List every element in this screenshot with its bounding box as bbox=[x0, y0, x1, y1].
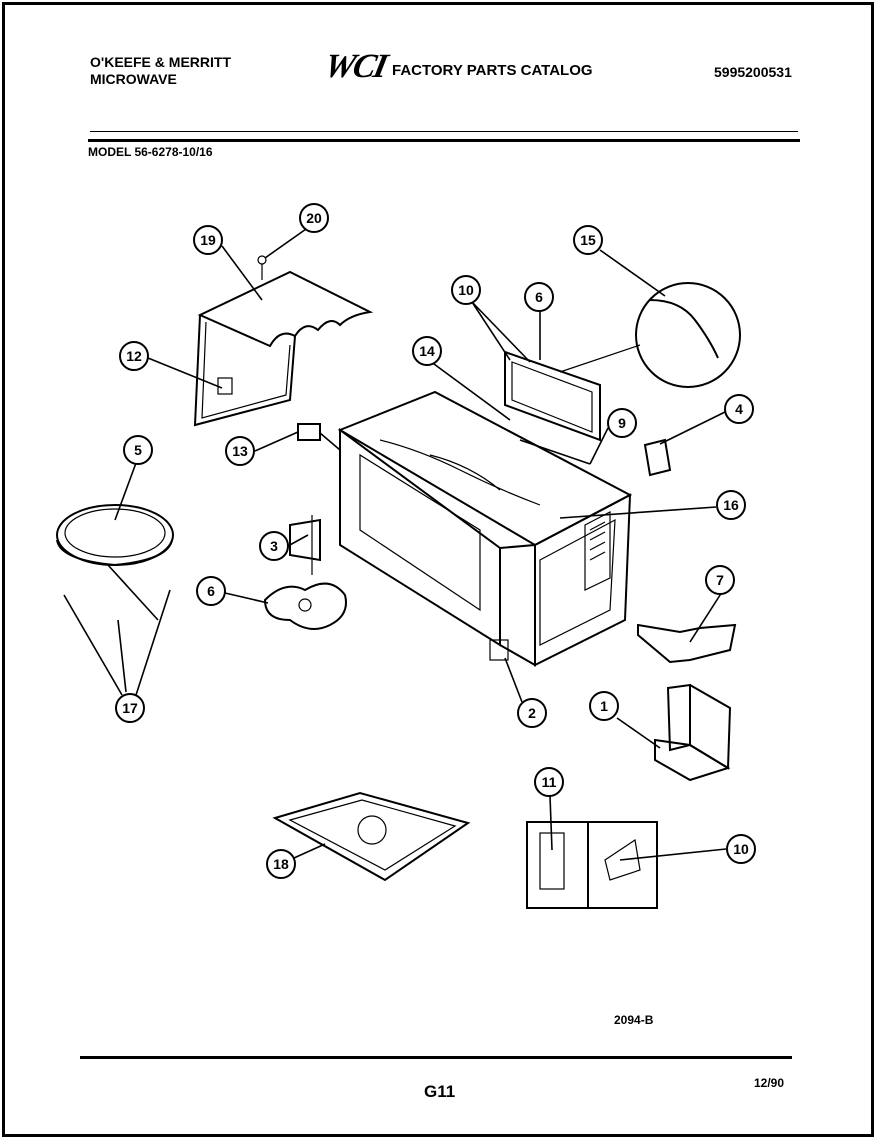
callout-9: 9 bbox=[607, 408, 637, 438]
callout-14: 14 bbox=[412, 336, 442, 366]
svg-text:4: 4 bbox=[735, 401, 743, 417]
callout-8: 6 bbox=[196, 576, 226, 606]
callout-16: 16 bbox=[716, 490, 746, 520]
brand-name: O'KEEFE & MERRITT bbox=[90, 54, 231, 70]
duct-part bbox=[637, 623, 737, 664]
callout-11: 11 bbox=[534, 767, 564, 797]
revision-date: 12/90 bbox=[754, 1076, 785, 1090]
page-number: G11 bbox=[424, 1082, 456, 1101]
inset-box bbox=[526, 821, 658, 909]
svg-text:11: 11 bbox=[542, 774, 557, 790]
callout-10-top: 10 bbox=[451, 275, 481, 305]
callout-3: 3 bbox=[259, 531, 289, 561]
callout-2: 2 bbox=[517, 698, 547, 728]
svg-text:13: 13 bbox=[232, 443, 248, 459]
screw-part bbox=[257, 255, 267, 280]
callout-17: 17 bbox=[115, 693, 145, 723]
svg-text:5: 5 bbox=[134, 442, 142, 458]
callout-7: 7 bbox=[705, 565, 735, 595]
detail-circle bbox=[635, 282, 741, 388]
leader-lines bbox=[63, 221, 727, 861]
oven-cavity-part bbox=[337, 390, 633, 667]
svg-text:3: 3 bbox=[270, 538, 278, 554]
svg-text:16: 16 bbox=[723, 497, 739, 513]
turntable-ring-part bbox=[56, 504, 174, 567]
svg-text:10: 10 bbox=[733, 841, 749, 857]
catalog-title: FACTORY PARTS CATALOG bbox=[392, 62, 593, 79]
svg-text:9: 9 bbox=[618, 415, 626, 431]
product-type: MICROWAVE bbox=[90, 71, 177, 87]
callout-5: 5 bbox=[123, 435, 153, 465]
footer-rule bbox=[80, 1056, 792, 1059]
bracket-assembly-part bbox=[654, 683, 732, 782]
callouts: 20 19 12 13 5 3 6 17 10 6 15 14 9 4 16 7… bbox=[115, 203, 756, 879]
cover-panel-part bbox=[193, 270, 374, 427]
svg-text:12: 12 bbox=[126, 348, 142, 364]
callout-20: 20 bbox=[299, 203, 329, 233]
fan-blade-small-part bbox=[289, 515, 321, 575]
model-number: MODEL 56-6278-10/16 bbox=[88, 145, 213, 159]
tray-part bbox=[272, 791, 471, 882]
callout-18: 18 bbox=[266, 849, 296, 879]
callout-6: 6 bbox=[524, 282, 554, 312]
catalog-number: 5995200531 bbox=[714, 64, 792, 80]
svg-text:14: 14 bbox=[419, 343, 435, 359]
svg-text:17: 17 bbox=[122, 700, 138, 716]
svg-text:6: 6 bbox=[207, 583, 215, 599]
callout-13: 13 bbox=[225, 436, 255, 466]
control-panel-part bbox=[504, 344, 641, 442]
header-rule-thick bbox=[88, 139, 800, 142]
callout-19: 19 bbox=[193, 225, 223, 255]
svg-text:18: 18 bbox=[273, 856, 289, 872]
callout-12: 12 bbox=[119, 341, 149, 371]
bracket-4-part bbox=[643, 438, 672, 477]
diagram-code: 2094-B bbox=[614, 1013, 654, 1027]
svg-text:15: 15 bbox=[580, 232, 596, 248]
callout-1: 1 bbox=[589, 691, 619, 721]
svg-text:7: 7 bbox=[716, 572, 724, 588]
svg-text:6: 6 bbox=[535, 289, 543, 305]
header-rule bbox=[90, 131, 798, 132]
svg-text:19: 19 bbox=[200, 232, 216, 248]
brand-block: O'KEEFE & MERRITT MICROWAVE bbox=[90, 54, 231, 88]
fan-part bbox=[263, 582, 347, 630]
callout-10-bottom: 10 bbox=[726, 834, 756, 864]
svg-text:10: 10 bbox=[458, 282, 474, 298]
bracket-part bbox=[297, 423, 321, 441]
svg-text:1: 1 bbox=[600, 698, 608, 714]
callout-15: 15 bbox=[573, 225, 603, 255]
svg-text:2: 2 bbox=[528, 705, 536, 721]
svg-text:20: 20 bbox=[306, 210, 322, 226]
callout-4: 4 bbox=[724, 394, 754, 424]
